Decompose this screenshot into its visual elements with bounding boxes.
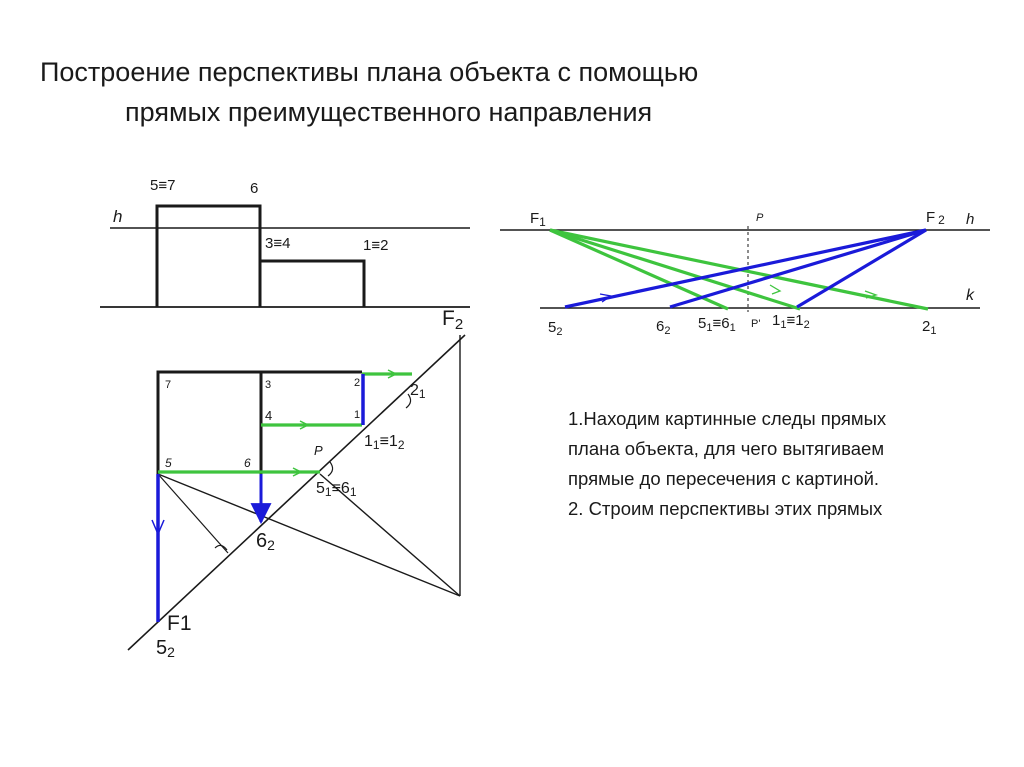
persp-base-52: 52 [548, 319, 562, 338]
low-block [260, 259, 366, 307]
persp-h-label: h [966, 211, 974, 228]
plan-trace-62: 62 [256, 530, 275, 553]
right-angle-arc-2 [327, 461, 334, 477]
sight-line-center [319, 473, 461, 597]
persp-base-62: 62 [656, 318, 670, 337]
elev-h-label: h [113, 207, 122, 226]
explanation-line-3: прямые до пересечения с картиной. [568, 468, 880, 489]
explanation-line-4: 2. Строим перспективы этих прямых [568, 498, 883, 519]
persp-base-11-12: 11≡12 [772, 312, 810, 331]
plan-n4: 4 [265, 408, 272, 423]
plan-n5: 5 [165, 456, 172, 470]
persp-blue-line-2 [669, 228, 927, 309]
explanation-line-2: плана объекта, для чего вытягиваем [568, 438, 885, 459]
persp-F1-label: F1 [530, 210, 546, 229]
persp-P1-label: P' [751, 318, 760, 330]
plan-n6: 6 [244, 456, 251, 470]
perpendicular-mark [157, 473, 229, 554]
plan-trace-21: 21 [410, 382, 426, 401]
plan-n2: 2 [354, 377, 360, 389]
tall-block [155, 204, 262, 307]
persp-base-21: 21 [922, 318, 936, 337]
elev-label-34: 3≡4 [265, 235, 290, 252]
plan-P-label: P [314, 443, 323, 458]
picture-plane-trace [127, 334, 466, 651]
right-angle-arc-3 [405, 393, 412, 409]
persp-P-label: P [756, 212, 764, 224]
persp-green-line-2 [549, 228, 801, 311]
explanation-text: 1.Находим картинные следы прямых плана о… [568, 404, 1018, 524]
plan-F1-label: F1 [167, 612, 192, 635]
elev-label-57: 5≡7 [150, 177, 175, 194]
plan-trace-11-12: 11≡12 [364, 433, 405, 452]
persp-green-line-1 [549, 228, 729, 311]
plan-F2-label: F2 [442, 307, 463, 333]
persp-blue-line-1 [564, 228, 927, 309]
plan-n3: 3 [265, 379, 271, 391]
explanation-line-1: 1.Находим картинные следы прямых [568, 408, 887, 429]
right-angle-arc-1 [214, 544, 228, 551]
elev-label-12: 1≡2 [363, 237, 388, 254]
plan-outline-outer [156, 370, 362, 474]
plan-trace-52: 52 [156, 637, 175, 660]
elev-label-6: 6 [250, 180, 258, 197]
plan-trace-51-61: 51≡61 [316, 480, 357, 499]
persp-k-label: k [966, 287, 975, 304]
title-line-1: Построение перспективы плана объекта с п… [40, 57, 699, 87]
elevation-view: h 5≡7 6 3≡4 1≡2 [100, 177, 470, 308]
sight-line-left [157, 473, 461, 597]
persp-base-51-61: 51≡61 [698, 315, 736, 334]
plan-n1: 1 [354, 409, 360, 421]
persp-blue-line-3 [796, 228, 927, 309]
title-line-2: прямых преимущественного направления [125, 97, 653, 127]
plan-n7: 7 [165, 379, 171, 391]
plan-view: 7 3 2 4 1 5 6 P F2 21 11≡12 51≡61 62 F1 … [127, 307, 466, 660]
